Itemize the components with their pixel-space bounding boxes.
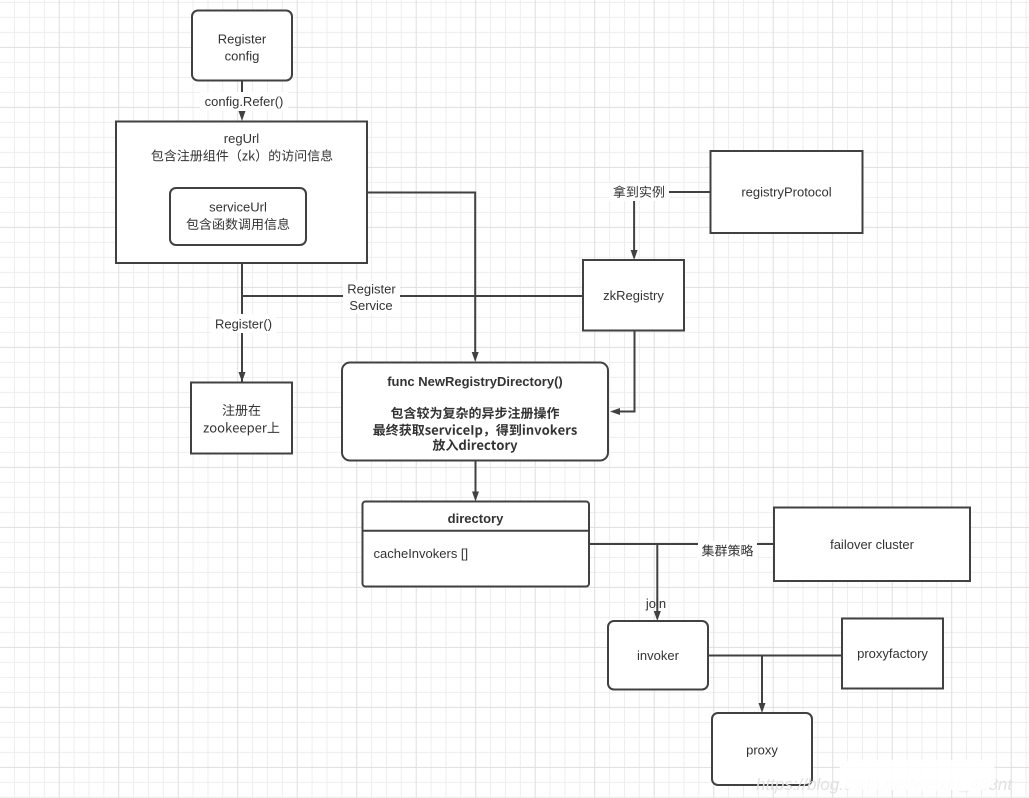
svg-text:cacheInvokers []: cacheInvokers [] bbox=[374, 546, 469, 561]
svg-text:serviceUrl: serviceUrl bbox=[209, 200, 267, 215]
svg-text:regUrl: regUrl bbox=[224, 131, 260, 146]
svg-text:zkRegistry: zkRegistry bbox=[603, 288, 664, 303]
svg-text:proxy: proxy bbox=[746, 743, 778, 758]
svg-text:join: join bbox=[645, 596, 666, 611]
svg-text:failover cluster: failover cluster bbox=[830, 537, 914, 552]
svg-text:Register: Register bbox=[347, 282, 396, 297]
svg-text:Register(): Register() bbox=[215, 317, 272, 332]
svg-text:config: config bbox=[225, 49, 260, 64]
svg-text:func NewRegistryDirectory(): func NewRegistryDirectory() bbox=[387, 374, 563, 389]
svg-text:proxyfactory: proxyfactory bbox=[857, 646, 928, 661]
svg-text:config.Refer(): config.Refer() bbox=[205, 94, 284, 109]
svg-text:registryProtocol: registryProtocol bbox=[741, 185, 831, 200]
svg-text:invoker: invoker bbox=[637, 648, 680, 663]
svg-text:directory: directory bbox=[448, 511, 504, 526]
svg-text:Register: Register bbox=[218, 32, 267, 47]
svg-text:Service: Service bbox=[349, 298, 392, 313]
